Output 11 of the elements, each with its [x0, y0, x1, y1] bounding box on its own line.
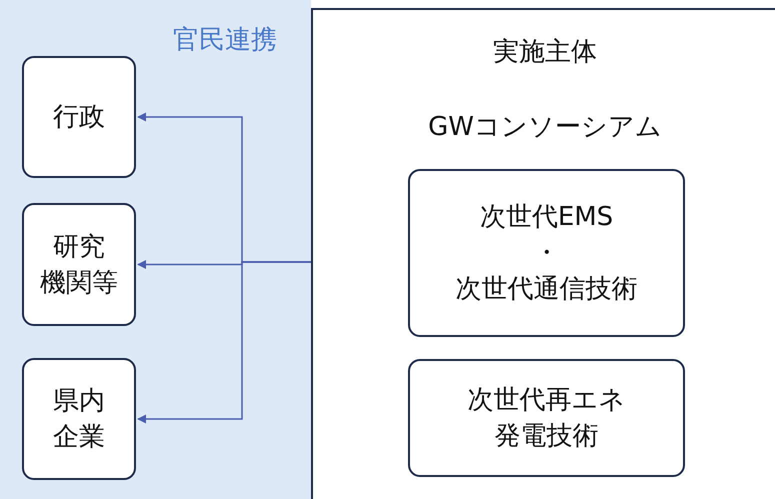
heading: 官民連携: [172, 24, 278, 57]
entity-panel: [311, 8, 775, 499]
process-box: 行政: [22, 56, 136, 178]
region-band: [0, 0, 311, 499]
subheading: GWコンソーシアム: [427, 111, 663, 144]
process-box: 次世代再エネ発電技術: [408, 359, 685, 477]
process-box: 研究機関等: [22, 203, 136, 326]
heading: 実施主体: [492, 36, 598, 69]
process-box: 次世代EMS・次世代通信技術: [408, 169, 685, 337]
arrow: [137, 261, 311, 424]
process-box: 県内企業: [22, 358, 136, 480]
